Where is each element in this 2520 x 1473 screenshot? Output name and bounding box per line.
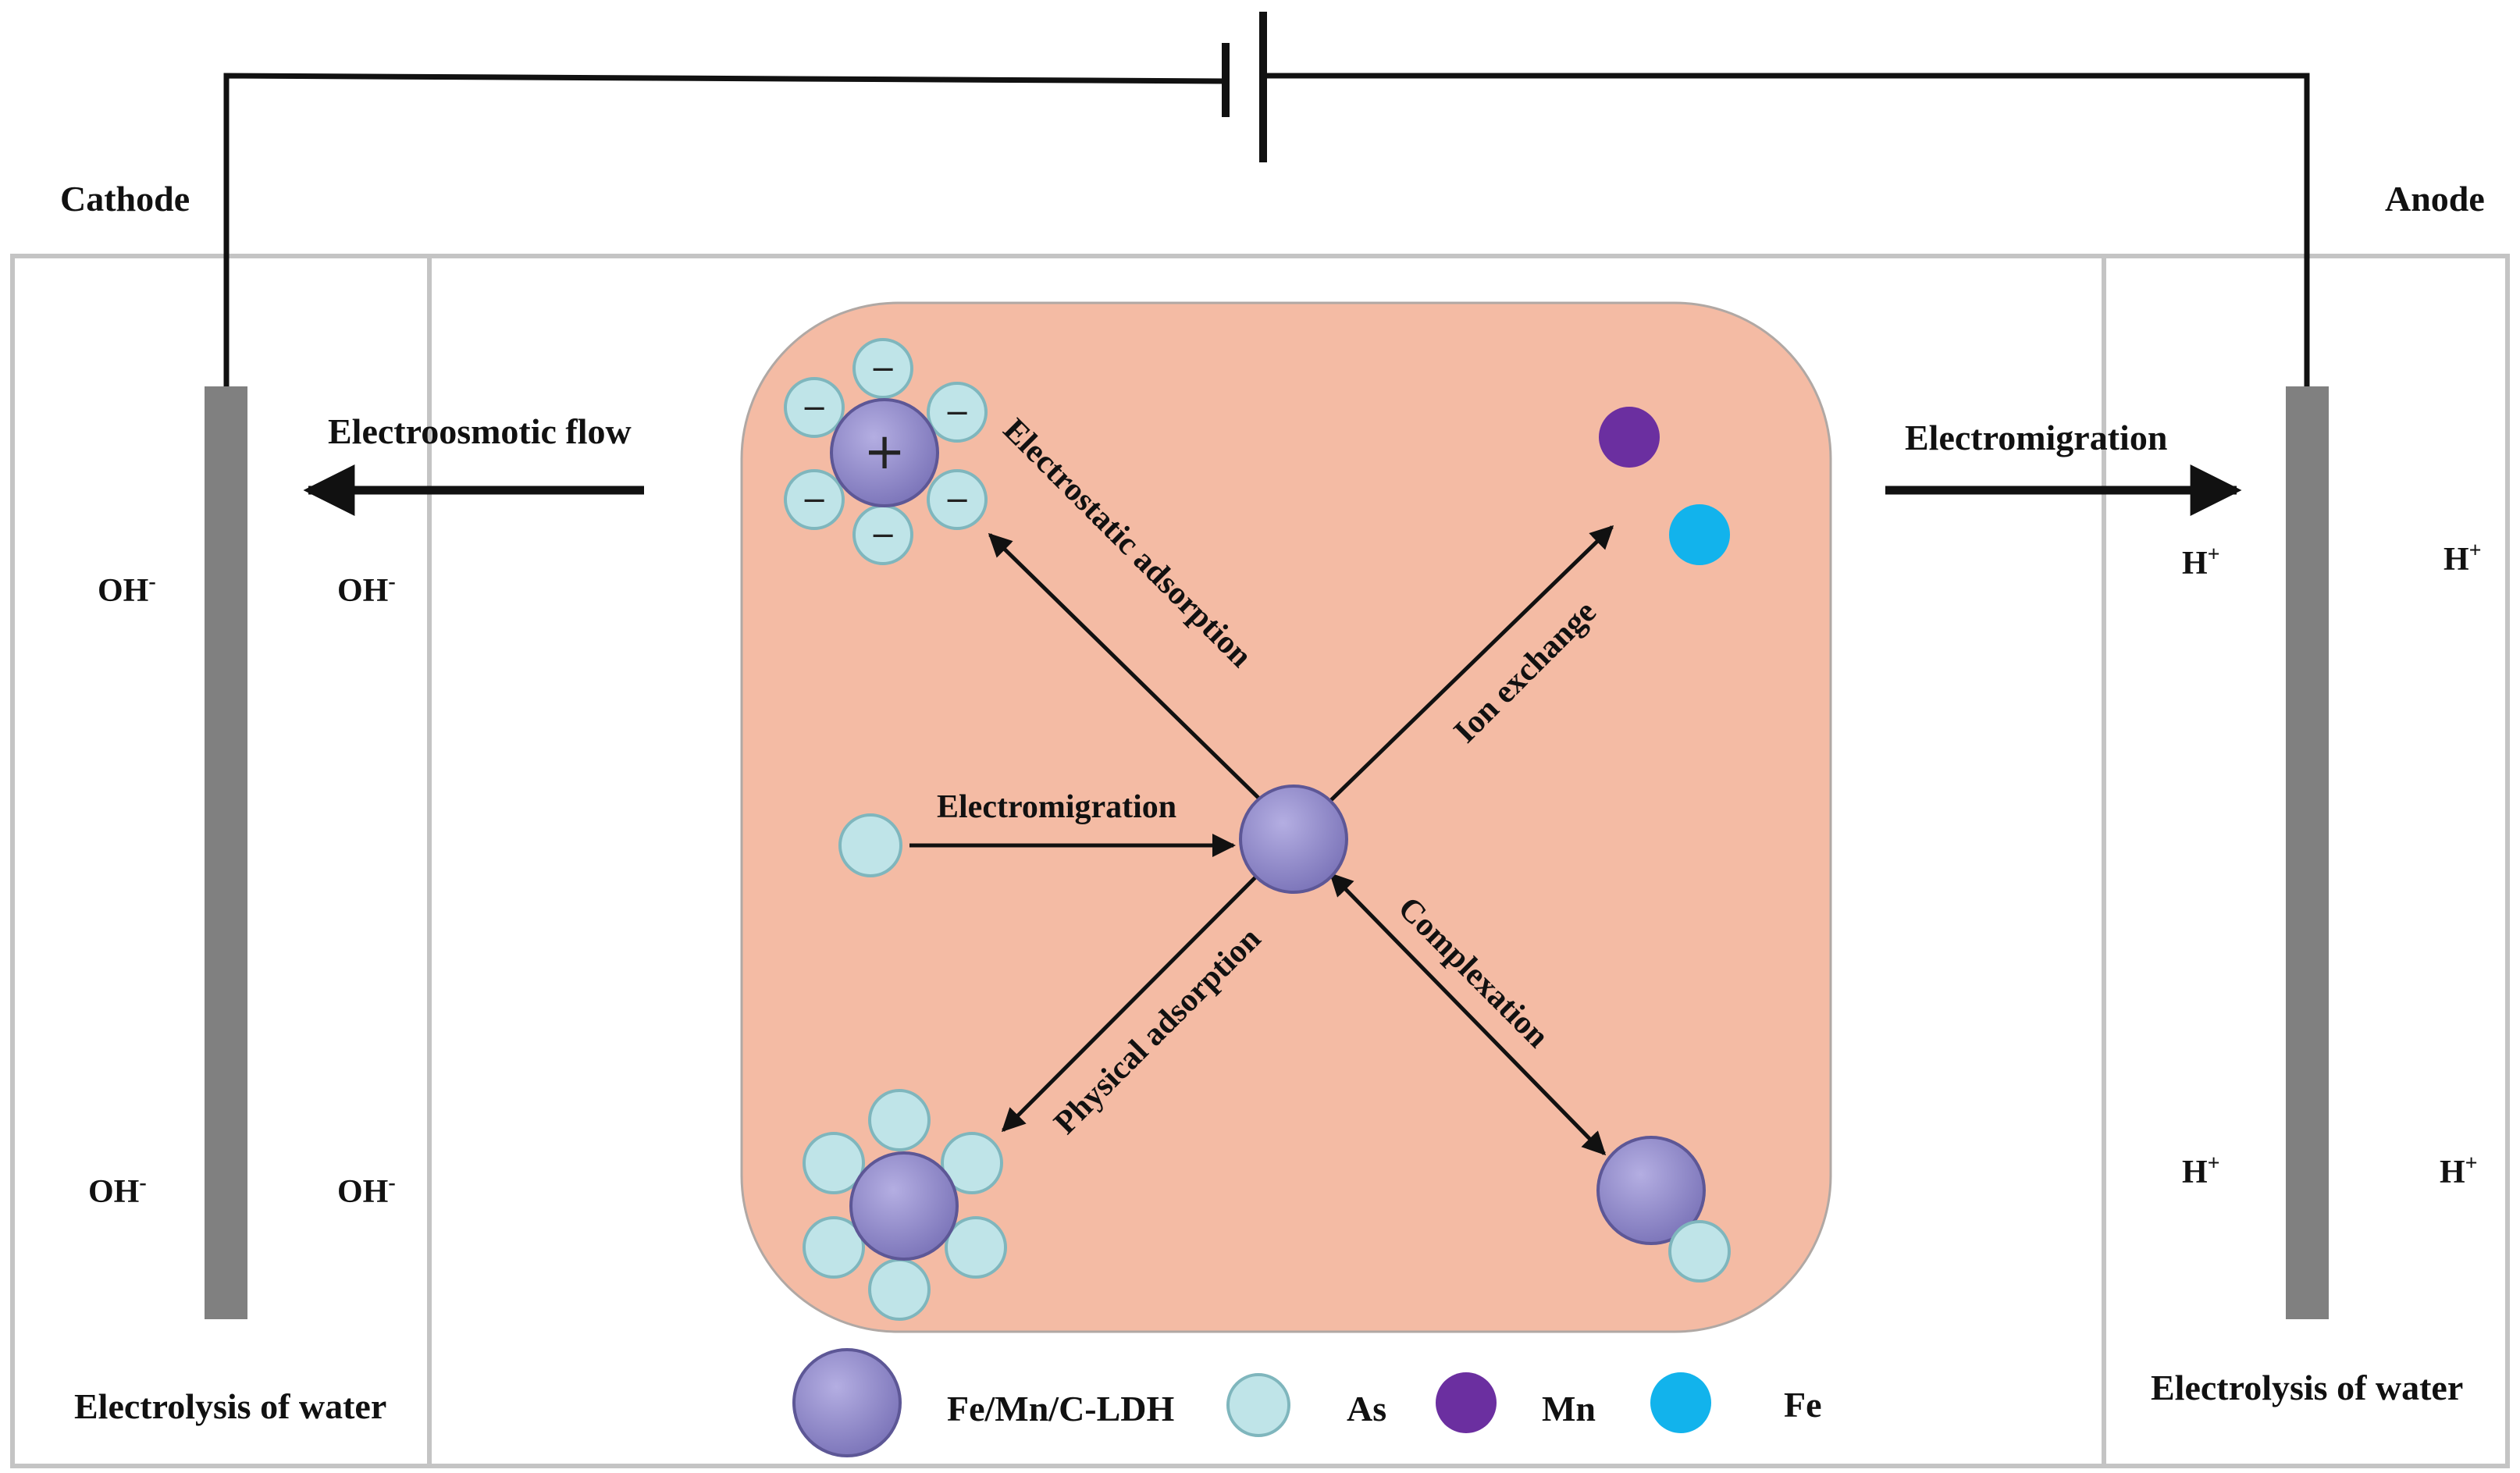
arsenic-ion (838, 813, 902, 877)
ldh-particle-center (1239, 785, 1348, 894)
arsenic-ion (784, 469, 845, 530)
arsenic-ion (941, 1132, 1003, 1194)
plus-sign: + (863, 423, 906, 481)
iron-ion (1669, 504, 1730, 565)
electromigration-label: Electromigration (937, 789, 1176, 825)
minus-sign: − (944, 395, 970, 431)
hydrogen-ion: H+ (2182, 1151, 2220, 1190)
hydrogen-ion: H+ (2443, 539, 2482, 578)
arsenic-ion (927, 382, 988, 443)
cell-outline (10, 254, 2510, 1468)
legend: Fe/Mn/C-LDH As Mn Fe (792, 1348, 1822, 1457)
arsenic-ion (868, 1089, 931, 1151)
minus-sign: − (944, 482, 970, 518)
ldh-particle (1596, 1136, 1706, 1245)
complexation-arrow (1329, 872, 1607, 1156)
electrostatic-adsorption-arrow (988, 532, 1262, 802)
hydroxide-ion: OH- (337, 1171, 396, 1210)
electromigration-flow-label: Electromigration (1905, 418, 2167, 457)
ldh-particle (849, 1151, 959, 1261)
physical-adsorption-arrow (1001, 873, 1260, 1133)
hydrogen-ion: H+ (2182, 543, 2220, 582)
arsenic-ion (927, 469, 988, 530)
minus-sign: − (870, 518, 896, 553)
cathode-electrode (205, 386, 247, 1319)
arsenic-ion (803, 1132, 865, 1194)
minus-sign: − (870, 351, 896, 387)
anode-label: Anode (2385, 179, 2485, 219)
legend-fe-swatch (1650, 1372, 1711, 1433)
hydroxide-ion: OH- (88, 1171, 147, 1210)
physical-adsorption-cluster (803, 1089, 1007, 1321)
legend-fe-label: Fe (1784, 1385, 1822, 1425)
arsenic-ion (852, 338, 913, 399)
anode-electrode (2286, 386, 2329, 1319)
electrostatic-adsorption-cluster: + − − − − − − (784, 338, 988, 565)
cathode-label: Cathode (60, 179, 190, 219)
manganese-ion (1599, 407, 1660, 468)
ion-exchange-arrow (1329, 525, 1614, 802)
legend-mn-swatch (1436, 1372, 1497, 1433)
electrolysis-label-left: Electrolysis of water (74, 1386, 386, 1426)
arsenic-ion (868, 1258, 931, 1321)
legend-ldh-label: Fe/Mn/C-LDH (947, 1389, 1175, 1429)
hydroxide-ion: OH- (337, 570, 396, 609)
legend-as-swatch (1226, 1373, 1290, 1437)
legend-ldh-swatch (792, 1348, 902, 1457)
circuit-wire-left (223, 73, 1226, 386)
arsenic-ion (945, 1216, 1007, 1279)
hydroxide-ion: OH- (98, 570, 156, 609)
ldh-particle (830, 398, 939, 507)
minus-sign: − (801, 482, 828, 518)
arsenic-ion (784, 377, 845, 438)
arsenic-ion (1668, 1220, 1731, 1283)
arsenic-ion (803, 1216, 865, 1279)
electrolysis-label-right: Electrolysis of water (2151, 1368, 2463, 1407)
legend-mn-label: Mn (1542, 1389, 1596, 1429)
hydrogen-ion: H+ (2440, 1151, 2478, 1190)
legend-as-label: As (1347, 1389, 1386, 1429)
electroosmotic-flow-label: Electroosmotic flow (328, 411, 632, 451)
minus-sign: − (801, 390, 828, 426)
circuit-wire-right (1263, 73, 2310, 386)
